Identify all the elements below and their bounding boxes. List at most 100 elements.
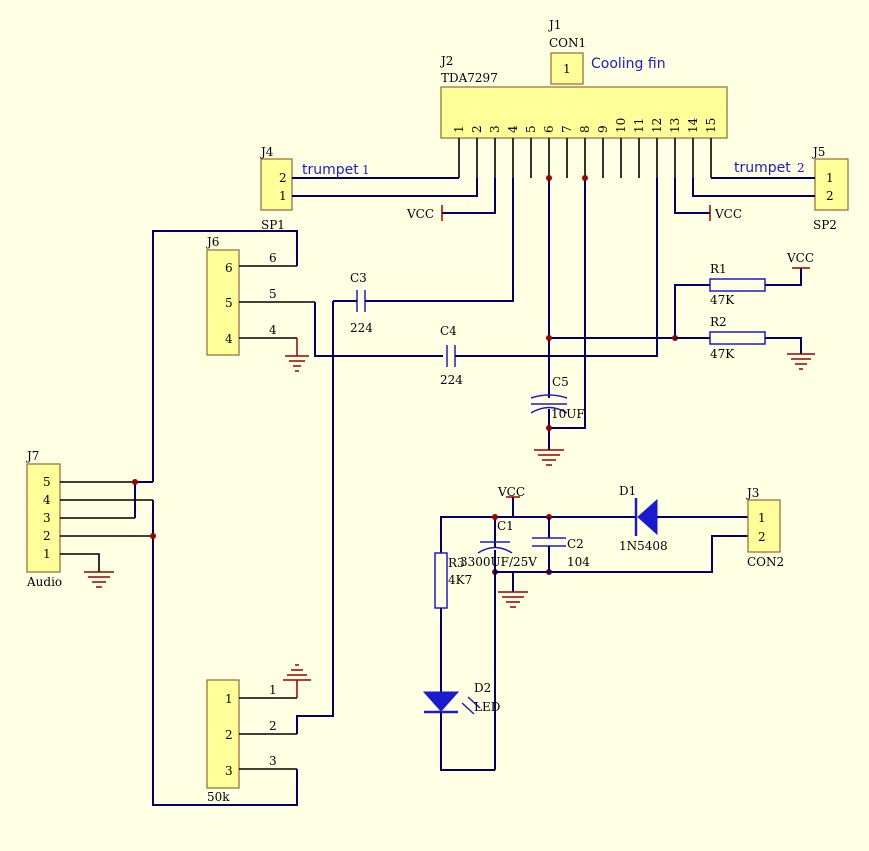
r2-value: 47K xyxy=(710,347,735,361)
c4-value: 224 xyxy=(440,373,463,387)
c3-value: 224 xyxy=(350,321,373,335)
j6-wire-4: 4 xyxy=(269,323,277,337)
j6-pin-4: 4 xyxy=(225,332,233,346)
c1-ref: C1 xyxy=(497,519,514,533)
connector-j5-sp2: J5 SP2 1 2 trumpet 2 xyxy=(734,145,849,232)
pot-pin-1: 1 xyxy=(225,692,233,706)
j2-pin-3: 3 xyxy=(488,125,502,133)
j2-pin-7: 7 xyxy=(560,125,574,133)
pot-pin-2: 2 xyxy=(225,728,233,742)
j5-pin-2: 2 xyxy=(826,189,834,203)
j4-value: SP1 xyxy=(261,218,285,232)
d2-ref: D2 xyxy=(474,681,491,695)
c5-network: C5 10UF xyxy=(530,175,675,466)
j6-pin-5: 5 xyxy=(225,296,233,310)
d2-value: LED xyxy=(474,700,500,714)
pot-pin-3: 3 xyxy=(225,764,233,778)
capacitor-c4: C4 224 xyxy=(440,178,658,387)
c1-value: 3300UF/25V xyxy=(460,555,537,569)
j2-pin-4: 4 xyxy=(506,125,520,133)
j5-ref: J5 xyxy=(811,145,825,159)
ground-j6 xyxy=(285,338,309,372)
resistor-r1: VCC R1 47K xyxy=(672,251,814,341)
c5-value: 10UF xyxy=(551,407,585,421)
j5-pin-1: 1 xyxy=(826,171,834,185)
j1-ref: J1 xyxy=(547,18,561,32)
c3-ref: C3 xyxy=(350,271,367,285)
j6-ref: J6 xyxy=(205,235,219,249)
vcc-label-r1: VCC xyxy=(786,251,814,265)
pot-value: 50k xyxy=(207,790,230,804)
r3-ref: R3 xyxy=(448,556,465,570)
j2-pin-8: 8 xyxy=(578,125,592,133)
connector-j1: J1 CON1 1 Cooling fin xyxy=(547,18,666,85)
resistor-r2: R2 47K xyxy=(675,315,815,370)
vcc-pin3: VCC xyxy=(406,178,496,221)
capacitor-c3: C3 224 xyxy=(333,178,514,335)
j2-pin-14: 14 xyxy=(686,117,700,133)
j3-ref: J3 xyxy=(745,486,759,500)
j7-pin-5: 5 xyxy=(43,475,51,489)
j7-pin-3: 3 xyxy=(43,511,51,525)
d1-value: 1N5408 xyxy=(619,539,668,553)
j2-pin-9: 9 xyxy=(596,125,610,133)
j7-pin-4: 4 xyxy=(43,493,51,507)
power-supply: VCC C1 3300UF/25V C2 104 D1 1N5408 R3 xyxy=(422,484,748,771)
connector-j7-audio: J7 Audio 5 4 3 2 1 xyxy=(25,449,153,589)
vcc-pin13: VCC xyxy=(674,178,742,221)
j3-pin-2: 2 xyxy=(758,530,766,544)
r2-ref: R2 xyxy=(710,315,727,329)
j2-pin-2: 2 xyxy=(470,125,484,133)
vcc-label-psu: VCC xyxy=(497,485,525,499)
trumpet-2-label: trumpet xyxy=(734,160,791,176)
j1-pin: 1 xyxy=(563,62,571,76)
c5-ref: C5 xyxy=(552,375,569,389)
j3-pin-1: 1 xyxy=(758,511,766,525)
j4-ref: J4 xyxy=(259,145,274,159)
speaker-wires xyxy=(292,177,815,197)
j6-wire-5: 5 xyxy=(269,287,277,301)
j4-pin-2: 2 xyxy=(279,171,287,185)
c2-ref: C2 xyxy=(567,537,584,551)
connector-j6: J6 6 5 4 6 5 4 xyxy=(205,235,315,356)
j6-pin-6: 6 xyxy=(225,261,233,275)
j6-pin5-wire xyxy=(314,302,443,357)
audio-input-wires xyxy=(132,230,298,806)
vcc-label-pin13: VCC xyxy=(714,207,742,221)
r1-value: 47K xyxy=(710,293,735,307)
j4-pin-1: 1 xyxy=(279,189,287,203)
j7-value: Audio xyxy=(26,575,62,589)
j5-value: SP2 xyxy=(813,218,837,232)
j2-pin-12: 12 xyxy=(650,118,664,133)
j7-pin-1: 1 xyxy=(43,547,51,561)
potentiometer-50k: 50k 1 2 3 1 2 3 xyxy=(206,301,334,804)
vcc-label-pin3: VCC xyxy=(406,207,434,221)
trumpet-1-num: 1 xyxy=(362,163,370,177)
j2-pin-13: 13 xyxy=(668,118,682,133)
j2-pin-6: 6 xyxy=(542,125,556,133)
d1-ref: D1 xyxy=(619,484,636,498)
connector-j4-sp1: J4 SP1 2 1 trumpet 1 xyxy=(259,145,370,232)
j2-pin-15: 15 xyxy=(704,118,718,133)
j7-pin-2: 2 xyxy=(43,529,51,543)
pot-wire-2: 2 xyxy=(269,719,277,733)
j7-ref: J7 xyxy=(25,449,39,463)
trumpet-1-label: trumpet xyxy=(302,162,359,178)
trumpet-2-num: 2 xyxy=(797,161,805,175)
cooling-fin-label: Cooling fin xyxy=(591,56,666,72)
j2-pin-1: 1 xyxy=(452,125,466,133)
j2-pin-10: 10 xyxy=(614,118,628,133)
pot-wire-1: 1 xyxy=(269,683,277,697)
j1-value: CON1 xyxy=(549,36,586,50)
j2-value: TDA7297 xyxy=(441,71,498,85)
pot-wire-3: 3 xyxy=(269,754,277,768)
r3-value: 4K7 xyxy=(448,573,472,587)
j3-value: CON2 xyxy=(747,555,784,569)
j2-pin-11: 11 xyxy=(632,118,646,133)
r1-ref: R1 xyxy=(710,262,727,276)
c2-value: 104 xyxy=(567,555,590,569)
j2-ref: J2 xyxy=(439,54,453,68)
